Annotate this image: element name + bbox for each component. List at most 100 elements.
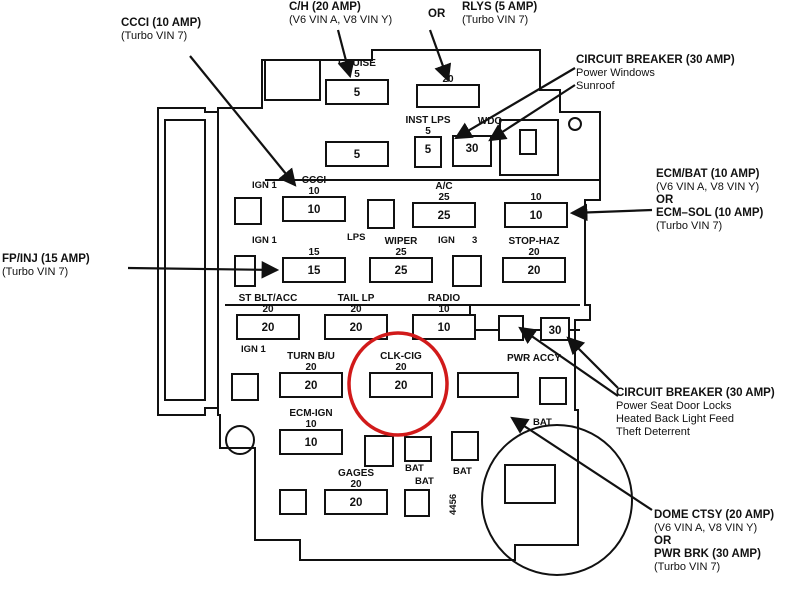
fuse-value: 10 <box>438 322 451 334</box>
fuse-body <box>325 79 389 105</box>
part-number: 4456 <box>448 494 459 515</box>
fuse-body <box>325 141 389 167</box>
fuse-body <box>324 489 388 515</box>
fuse-rating: 25 <box>438 192 450 203</box>
relay-body <box>367 199 395 229</box>
bat-label-3: BAT <box>453 466 472 477</box>
fuse-rating: 15 <box>308 247 320 258</box>
top-left-block <box>264 59 321 101</box>
relay-body <box>279 489 307 515</box>
relay-body <box>231 373 259 401</box>
ign1-label-c: IGN 1 <box>241 344 267 355</box>
fuse-body <box>412 314 476 340</box>
fuse-label: WDO <box>478 116 503 127</box>
fuse-value: 5 <box>354 87 361 99</box>
arrow-cb-seat-1 <box>566 336 619 389</box>
relay-body <box>234 197 262 225</box>
arrow-cb-seat-2 <box>518 326 619 397</box>
fuse-body <box>369 257 433 283</box>
relay-body <box>498 315 524 341</box>
fuse-body <box>324 314 388 340</box>
fuse-body <box>452 135 492 167</box>
fuse-rating: 10 <box>438 304 450 315</box>
arrow-dome <box>510 416 653 511</box>
fuse-value: 20 <box>305 380 318 392</box>
fuse-rating: 10 <box>308 186 320 197</box>
fuse-rating: 5 <box>354 69 360 80</box>
ign3-num: 3 <box>472 235 477 246</box>
bat-label-4: BAT <box>415 476 434 487</box>
bat-label-2: BAT <box>405 463 424 474</box>
callout-cb-windows: CIRCUIT BREAKER (30 AMP) Power Windows S… <box>576 54 735 92</box>
arrow-ch <box>336 29 355 79</box>
fuse-label: CLK-CIG <box>380 351 422 362</box>
relay-body <box>452 255 482 287</box>
fuse-rating: 25 <box>395 247 407 258</box>
fuse-label: WIPER <box>385 236 419 247</box>
fuse-body <box>236 314 300 340</box>
arrow-rlys <box>428 29 452 83</box>
fuse-label: CCCI <box>302 175 327 186</box>
arrow-fpinj <box>127 260 280 279</box>
relay-slot <box>519 129 537 155</box>
fuse-rating: 20 <box>528 247 540 258</box>
arrow-ecm <box>569 203 653 222</box>
fuse-rating: 10 <box>305 419 317 430</box>
mount-hole <box>225 425 255 455</box>
fuse-value: 20 <box>350 497 363 509</box>
fuse-body <box>414 136 442 168</box>
callout-ccci: CCCI (10 AMP)(Turbo VIN 7) <box>121 17 202 42</box>
fuse-label: ST BLT/ACC <box>239 293 298 304</box>
callout-ecm: ECM/BAT (10 AMP) (V6 VIN A, V8 VIN Y) OR… <box>656 168 764 232</box>
fuse-value: 5 <box>354 149 361 161</box>
arrow-cb-windows-2 <box>488 84 576 142</box>
lps-label: LPS <box>347 232 365 243</box>
fuse-body <box>282 257 346 283</box>
fuse-label: A/C <box>435 181 452 192</box>
callout-fpinj: FP/INJ (15 AMP)(Turbo VIN 7) <box>2 253 90 278</box>
fuse-value: 20 <box>395 380 408 392</box>
ign1-label-b: IGN 1 <box>252 235 278 246</box>
mount-hole-2 <box>568 117 582 131</box>
top-right-block <box>499 119 559 176</box>
fuse-rating: 5 <box>425 126 431 137</box>
fuse-body <box>282 196 346 222</box>
fuse-body <box>502 257 566 283</box>
fuse-label: STOP-HAZ <box>509 236 560 247</box>
fuse-body <box>369 372 433 398</box>
fuse-rating: 20 <box>305 362 317 373</box>
fuse-value: 10 <box>530 210 543 222</box>
fuse-value: 30 <box>466 143 479 155</box>
fuse-value: 25 <box>395 265 408 277</box>
fuse-label: TURN B/U <box>287 351 335 362</box>
fuse-body <box>412 202 476 228</box>
ign1-label-a: IGN 1 <box>252 180 278 191</box>
fuse-value: 25 <box>438 210 451 222</box>
relay-body <box>404 489 430 517</box>
fuse-label: TAIL LP <box>338 293 375 304</box>
fuse-value: 20 <box>262 322 275 334</box>
fuse-value: 30 <box>549 325 562 337</box>
fuse-label: ECM-IGN <box>289 408 332 419</box>
fuse-rating: 20 <box>350 479 362 490</box>
fuse-rating: 20 <box>350 304 362 315</box>
highlight-circle <box>347 331 449 437</box>
fuse-label: PWR ACCY <box>507 353 561 364</box>
bat-label-1: BAT <box>533 417 552 428</box>
fuse-rating: 10 <box>530 192 542 203</box>
fuse-rating: 20 <box>395 362 407 373</box>
ign3-label: IGN <box>438 235 455 246</box>
flasher-circle <box>481 424 633 576</box>
fuse-rating: 20 <box>262 304 274 315</box>
fuse-body <box>457 372 519 398</box>
arrow-ccci <box>189 55 297 187</box>
flasher-rect <box>504 464 556 504</box>
left-connector <box>157 107 219 416</box>
fuse-label: RADIO <box>428 293 460 304</box>
fuse-value: 10 <box>305 437 318 449</box>
left-connector-inner <box>164 119 206 401</box>
relay-body <box>404 436 432 462</box>
fuse-body <box>279 429 343 455</box>
fuse-body <box>540 317 570 341</box>
